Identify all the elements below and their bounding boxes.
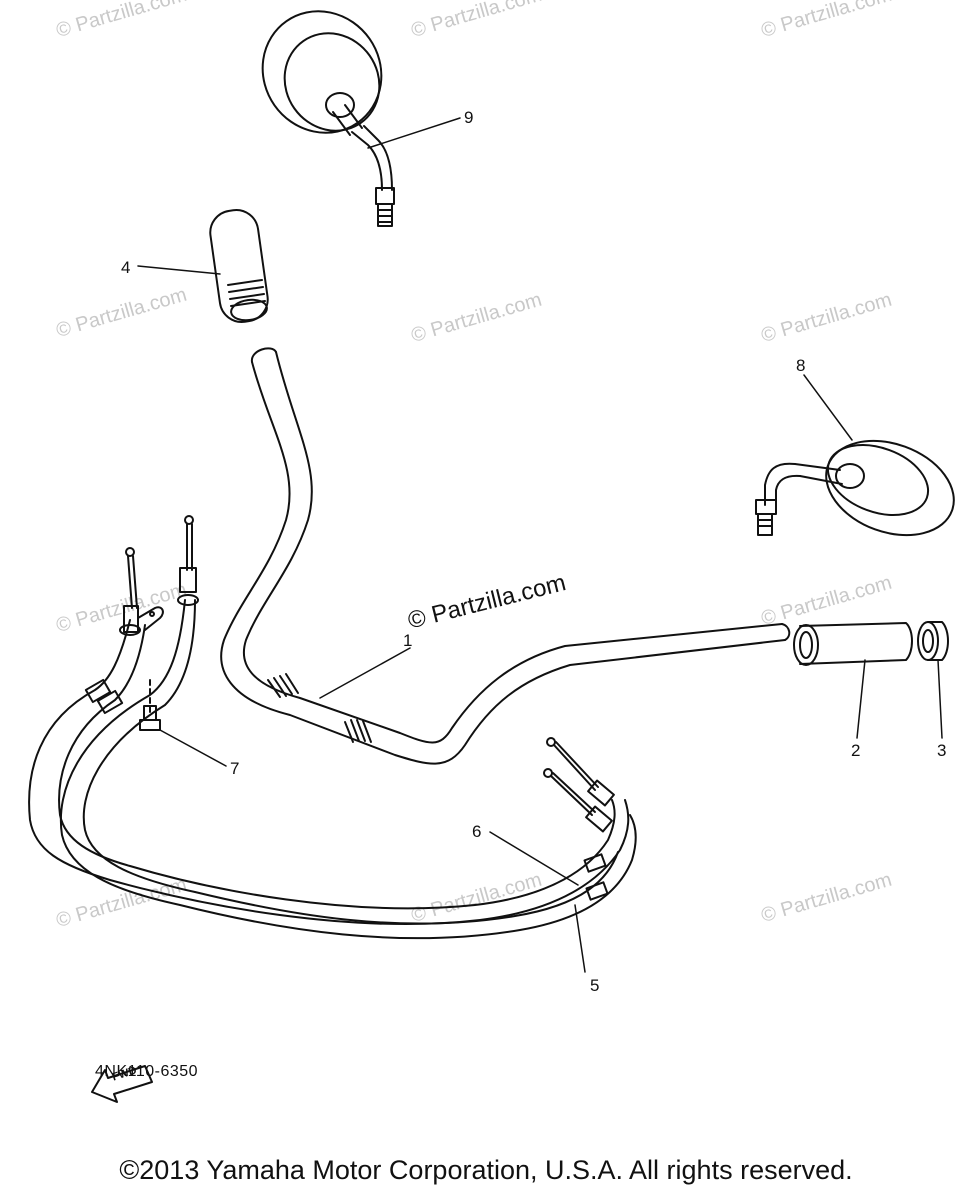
handlebar xyxy=(220,347,791,765)
callout-1: 1 xyxy=(403,631,413,650)
end-cap xyxy=(917,621,949,661)
callout-5: 5 xyxy=(590,976,600,995)
left-grip xyxy=(209,209,269,323)
callout-8: 8 xyxy=(796,356,806,375)
callout-9: 9 xyxy=(464,108,474,127)
callout-7: 7 xyxy=(230,759,240,778)
fwd-arrow-icon xyxy=(91,1065,153,1103)
callout-4: 4 xyxy=(121,258,131,277)
diagram-part-code: 4NK110-6350 xyxy=(95,1063,199,1080)
leader-lines xyxy=(137,117,943,973)
left-mirror xyxy=(261,10,395,227)
right-mirror xyxy=(755,439,955,537)
right-grip xyxy=(793,622,913,666)
cables xyxy=(28,515,637,940)
callout-3: 3 xyxy=(937,741,947,760)
callout-2: 2 xyxy=(851,741,861,760)
copyright-notice: ©2013 Yamaha Motor Corporation, U.S.A. A… xyxy=(119,1155,853,1185)
callout-6: 6 xyxy=(472,822,482,841)
